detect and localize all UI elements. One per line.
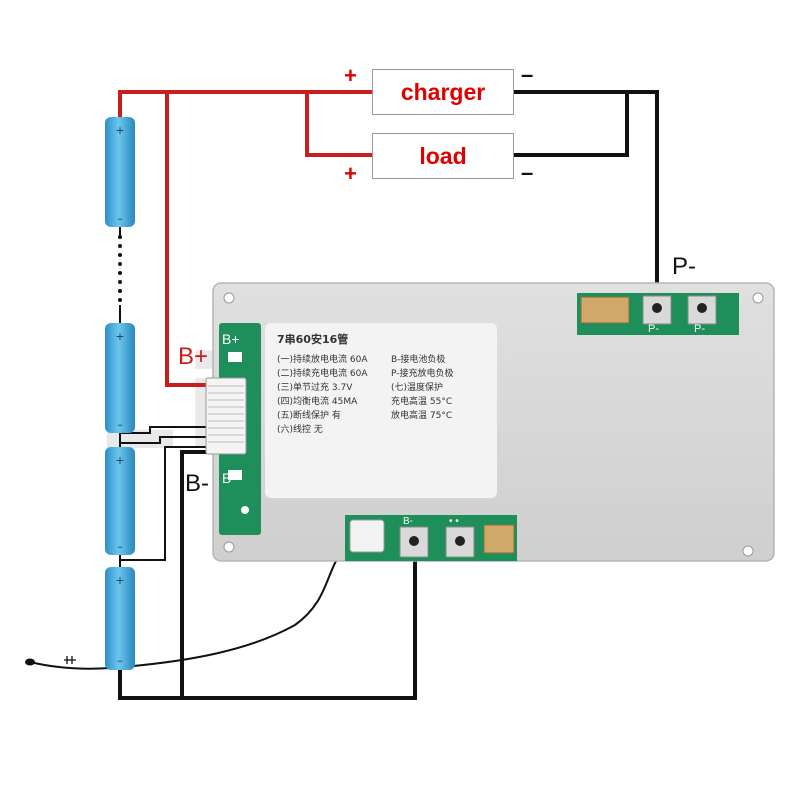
wire-bminus-branch xyxy=(180,450,212,698)
temperature-sensor-pad xyxy=(349,519,385,553)
load-plus-sign: + xyxy=(344,161,357,186)
sticker-line: (一)持续放电电流 60A xyxy=(277,355,368,365)
svg-text:–: – xyxy=(117,212,123,225)
wire-charger-minus xyxy=(512,90,659,290)
p-minus-label: P- xyxy=(672,253,696,280)
svg-text:+: + xyxy=(115,574,124,587)
svg-text:–: – xyxy=(117,418,123,431)
wire-load-plus xyxy=(305,92,372,157)
sticker-line: P-接充放电负极 xyxy=(391,369,454,379)
copper-pad xyxy=(580,296,630,324)
wire-bplus-vertical xyxy=(165,92,210,387)
silk-p-minus-2: P- xyxy=(694,323,705,335)
bms-spec-sticker: 7串60安16管 (一)持续放电电流 60A (二)持续充电电流 60A (三)… xyxy=(265,323,497,498)
battery-cell-1: + – xyxy=(105,117,135,227)
silk-b-plus: B+ xyxy=(222,331,240,347)
balance-wires xyxy=(120,426,212,561)
copper-pad xyxy=(483,524,515,554)
mount-hole xyxy=(223,541,235,553)
battery-cell-2: + – xyxy=(105,323,135,433)
silk-p-minus-1: P- xyxy=(648,323,659,335)
wire-bplus-to-charger xyxy=(118,90,372,118)
temperature-probe-wire xyxy=(29,547,346,670)
charger-label: charger xyxy=(400,79,486,105)
mount-hole xyxy=(752,292,764,304)
silk-b-minus: B- xyxy=(222,470,236,486)
wire-bminus-main xyxy=(118,548,417,700)
charger-plus-sign: + xyxy=(344,63,357,88)
temperature-probe-tip xyxy=(25,658,35,666)
sticker-left-column: (一)持续放电电流 60A (二)持续充电电流 60A (三)单节过充 3.7V… xyxy=(277,353,387,437)
b-plus-label: B+ xyxy=(178,343,209,370)
charger-box: charger xyxy=(372,69,514,115)
sticker-right-column: B-接电池负极 P-接充放电负极 (七)温度保护 充电高温 55°C 放电高温 … xyxy=(391,353,501,423)
mount-hole xyxy=(742,545,754,557)
sticker-line: 充电高温 55°C xyxy=(391,397,453,407)
load-label: load xyxy=(419,143,467,169)
b-minus-label: B- xyxy=(185,470,209,497)
battery-cell-3: + – xyxy=(105,447,135,555)
cell-ellipsis xyxy=(118,235,122,302)
load-minus-sign: – xyxy=(521,160,534,185)
charger-minus-sign: – xyxy=(521,62,534,87)
battery-cell-4: + – xyxy=(105,567,135,670)
svg-text:+: + xyxy=(115,454,124,467)
mount-hole xyxy=(223,292,235,304)
silk-b-minus-bottom: B- xyxy=(403,516,413,527)
svg-text:+: + xyxy=(115,330,124,343)
balance-connector xyxy=(205,377,247,455)
sticker-line: (六)线控 无 xyxy=(277,425,323,435)
load-box: load xyxy=(372,133,514,179)
negative-wires xyxy=(118,90,659,700)
sticker-line: (三)单节过充 3.7V xyxy=(277,383,353,393)
sticker-line: B-接电池负极 xyxy=(391,355,446,365)
silk-dots: • • xyxy=(449,516,459,527)
wire-load-minus xyxy=(512,92,629,157)
positive-wires xyxy=(118,90,372,387)
svg-text:–: – xyxy=(117,654,123,667)
sticker-line: (五)断线保护 有 xyxy=(277,411,341,421)
svg-text:–: – xyxy=(117,540,123,553)
svg-text:+: + xyxy=(115,124,124,137)
sticker-line: (二)持续充电电流 60A xyxy=(277,369,368,379)
sticker-line: (七)温度保护 xyxy=(391,383,444,393)
sticker-heading: 7串60安16管 xyxy=(277,333,349,346)
sticker-line: 放电高温 75°C xyxy=(391,411,453,421)
sticker-line: (四)均衡电流 45MA xyxy=(277,397,358,407)
